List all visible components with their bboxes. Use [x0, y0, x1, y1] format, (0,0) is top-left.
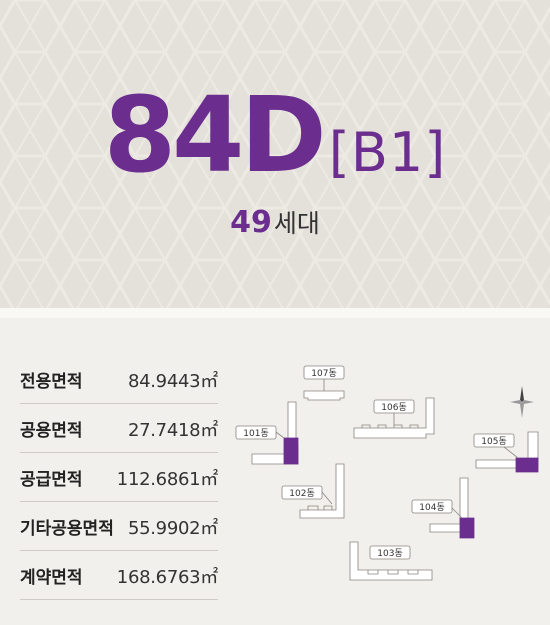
- unit-header: 84D[B1] 49세대: [0, 0, 550, 308]
- household-count: 49세대: [0, 204, 550, 240]
- area-row-supply: 공급면적 112.6861㎡: [20, 453, 218, 502]
- building-105[interactable]: 105동: [473, 431, 539, 473]
- area-label: 전용면적: [20, 372, 83, 392]
- building-103[interactable]: 103동: [349, 541, 433, 581]
- background-pattern: [0, 0, 550, 308]
- area-label: 공용면적: [20, 421, 83, 441]
- area-row-other-common: 기타공용면적 55.9902㎡: [20, 502, 218, 551]
- area-table: 전용면적 84.9443㎡ 공용면적 27.7418㎡ 공급면적 112.686…: [20, 355, 218, 600]
- building-104[interactable]: 104동: [411, 477, 475, 539]
- building-label: 105동: [481, 436, 506, 447]
- building-label: 103동: [377, 548, 402, 559]
- area-value: 84.9443㎡: [127, 371, 218, 392]
- building-label: 101동: [243, 428, 268, 439]
- building-102[interactable]: 102동: [281, 463, 345, 519]
- area-row-exclusive: 전용면적 84.9443㎡: [20, 355, 218, 404]
- building-label: 106동: [381, 402, 406, 413]
- compass-icon: [510, 386, 534, 418]
- area-row-common: 공용면적 27.7418㎡: [20, 404, 218, 453]
- unit-type: 84D: [103, 74, 327, 196]
- building-label: 104동: [419, 502, 444, 513]
- area-value: 55.9902㎡: [127, 518, 218, 539]
- area-value: 168.6763㎡: [116, 567, 218, 588]
- building-label: 107동: [311, 368, 336, 379]
- area-label: 계약면적: [20, 568, 83, 588]
- unit-title: 84D[B1]: [0, 74, 550, 196]
- building-106[interactable]: 106동: [353, 397, 435, 439]
- area-value: 112.6861㎡: [116, 469, 218, 490]
- building-107[interactable]: 107동: [303, 365, 345, 401]
- area-label: 공급면적: [20, 470, 83, 490]
- building-101[interactable]: 101동: [235, 401, 299, 465]
- section-divider: [0, 308, 550, 318]
- building-label: 102동: [289, 488, 314, 499]
- area-label: 기타공용면적: [20, 519, 114, 539]
- household-number: 49: [230, 205, 272, 240]
- site-plan: 107동 106동 101동: [235, 365, 539, 581]
- unit-subtype: [B1]: [328, 121, 447, 184]
- details-section: 전용면적 84.9443㎡ 공용면적 27.7418㎡ 공급면적 112.686…: [0, 318, 550, 625]
- area-value: 27.7418㎡: [127, 420, 218, 441]
- household-label: 세대: [273, 209, 320, 238]
- area-row-contract: 계약면적 168.6763㎡: [20, 551, 218, 600]
